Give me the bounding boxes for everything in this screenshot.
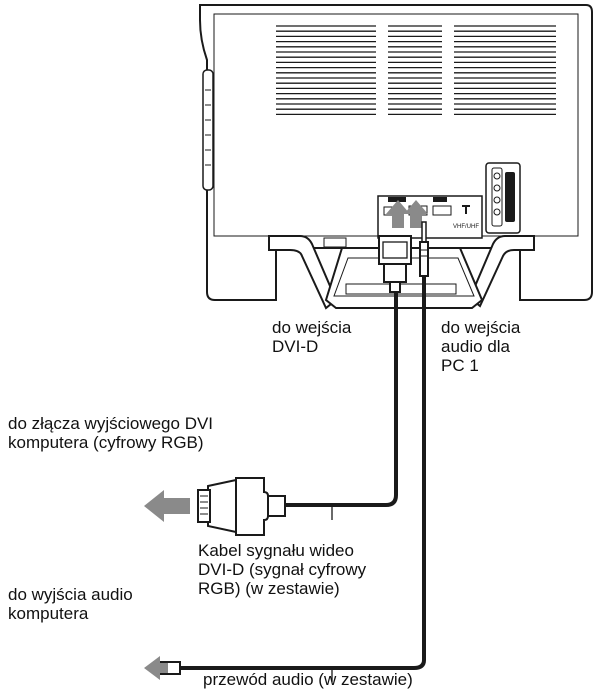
label-audio-output: do wyjścia audio komputera — [8, 585, 133, 623]
label-dvi-cable: Kabel sygnału wideo DVI-D (sygnał cyfrow… — [198, 541, 367, 598]
label-dvi-input: do wejścia DVI-D — [272, 318, 352, 356]
audio-plug-monitor — [419, 221, 429, 277]
label-dvi-output: do złącza wyjściowego DVI komputera (cyf… — [8, 414, 214, 452]
dvi-plug-monitor — [378, 235, 412, 293]
arrow-to-computer-audio — [144, 656, 168, 680]
cables — [180, 276, 426, 670]
dvi-plug-computer — [197, 477, 286, 536]
label-audio-input: do wejścia audio dla PC 1 — [441, 318, 521, 375]
side-buttons — [202, 69, 214, 191]
input-arrows — [386, 200, 428, 228]
label-audio-cable: przewód audio (w zestawie) — [203, 670, 413, 689]
dvi-cable — [284, 292, 398, 507]
vent-grille — [276, 25, 556, 116]
audio-cable — [180, 276, 426, 670]
arrow-to-computer-dvi — [144, 490, 190, 522]
antenna-label: VHF/UHF — [453, 224, 479, 230]
side-connector-panel — [485, 162, 521, 234]
